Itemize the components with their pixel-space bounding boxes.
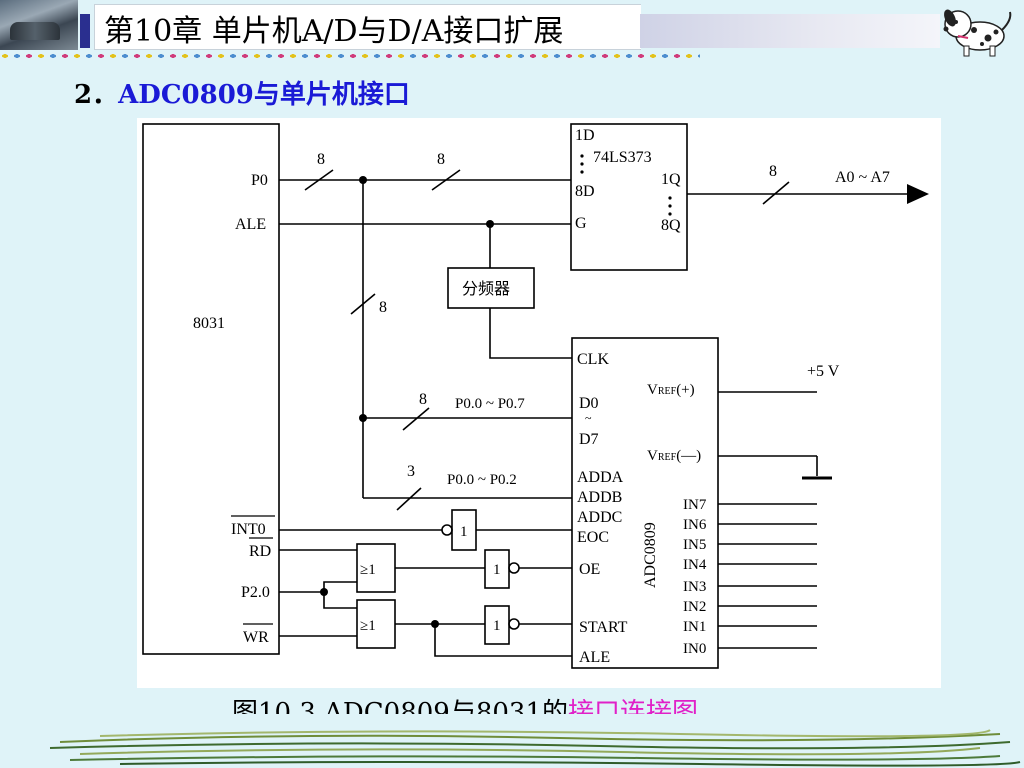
footer-grass-decoration xyxy=(0,714,1024,768)
title-box xyxy=(94,4,641,50)
adc-pin-oe: OE xyxy=(579,561,600,578)
pin-ale-label: ALE xyxy=(235,216,266,233)
adc-input-in4: IN4 xyxy=(683,557,707,573)
title-fade-bar xyxy=(640,14,940,48)
adc-input-in5: IN5 xyxy=(683,537,706,553)
latch-74ls373-box xyxy=(570,123,688,271)
pin-p0-label: P0 xyxy=(251,172,268,189)
adc-name-label: ADC0809 xyxy=(642,522,659,588)
pin-int0-label: INT0 xyxy=(231,521,266,538)
section-heading: 2．ADC0809与单片机接口 xyxy=(74,74,410,111)
pin-rd-label: RD xyxy=(249,543,271,560)
adc-pin-adda: ADDA xyxy=(577,469,624,486)
bus-width-p0-right: 8 xyxy=(437,151,445,168)
slide-header: 第10章 单片机A/D与D/A接口扩展 xyxy=(0,0,1024,62)
data-range-label: P0.0 ~ P0.7 xyxy=(455,396,525,412)
addr-range-label: P0.0 ~ P0.2 xyxy=(447,472,517,488)
latch-in-top: 1D xyxy=(575,127,595,144)
adc-vref-plus: VREF(+) xyxy=(647,382,695,398)
adc-pin-addc: ADDC xyxy=(577,509,622,526)
dalmatian-dog-icon xyxy=(943,9,1012,57)
chip-8031-label: 8031 xyxy=(193,315,225,332)
adc-pin-eoc: EOC xyxy=(577,529,609,546)
bus-width-data: 8 xyxy=(419,391,427,408)
pin-wr-label: WR xyxy=(243,629,269,646)
divider-box xyxy=(447,267,535,309)
dotted-divider xyxy=(0,50,700,62)
adc-input-in6: IN6 xyxy=(683,517,707,533)
latch-in-bottom: 8D xyxy=(575,183,595,200)
circuit-svg: 8031 P0 ALE INT0 RD P2.0 WR 8 8 8 8 8 3 … xyxy=(142,123,929,669)
bus-width-address: 8 xyxy=(769,163,777,180)
not-gate-int0-label: 1 xyxy=(460,524,468,540)
adc-pin-clk: CLK xyxy=(577,351,609,368)
chip-8031-box xyxy=(142,123,280,655)
chapter-title: 第10章 单片机A/D与D/A接口扩展 xyxy=(104,14,564,49)
address-bus-label: A0 ~ A7 xyxy=(835,169,890,186)
adc-input-in1: IN1 xyxy=(683,619,706,635)
adc-pin-start: START xyxy=(579,619,628,636)
pin-p20-label: P2.0 xyxy=(241,584,270,601)
adc-pin-d0: D0 xyxy=(579,395,599,412)
adc-input-in2: IN2 xyxy=(683,599,706,615)
not-gate-oe-label: 1 xyxy=(493,562,501,578)
adc-input-in7: IN7 xyxy=(683,497,707,513)
section-number: 2． xyxy=(74,80,119,110)
section-title: ADC0809与单片机接口 xyxy=(118,80,410,110)
header-photo xyxy=(0,0,78,50)
adc-input-in3: IN3 xyxy=(683,579,706,595)
title-accent-bar xyxy=(80,14,90,48)
adc-input-in0: IN0 xyxy=(683,641,706,657)
circuit-diagram: 8031 P0 ALE INT0 RD P2.0 WR 8 8 8 8 8 3 … xyxy=(137,118,941,688)
adc0809-box xyxy=(571,337,719,669)
nor-gate-1-label: ≥1 xyxy=(360,562,376,578)
supply-label: +5 V xyxy=(807,363,840,380)
nor-gate-2-label: ≥1 xyxy=(360,618,376,634)
bus-width-vertical: 8 xyxy=(379,299,387,316)
adc-vref-minus: VREF(—) xyxy=(647,448,701,464)
latch-gate: G xyxy=(575,215,587,232)
latch-out-top: 1Q xyxy=(661,171,681,188)
bus-width-p0-left: 8 xyxy=(317,151,325,168)
latch-name: 74LS373 xyxy=(593,149,652,166)
bus-width-addr: 3 xyxy=(407,463,415,480)
latch-out-bottom: 8Q xyxy=(661,217,681,234)
adc-pin-range: ~ xyxy=(585,411,592,425)
adc-pin-ale: ALE xyxy=(579,649,610,666)
divider-label: 分频器 xyxy=(462,280,510,298)
adc-pin-d7: D7 xyxy=(579,431,599,448)
adc-pin-addb: ADDB xyxy=(577,489,622,506)
not-gate-start-label: 1 xyxy=(493,618,501,634)
